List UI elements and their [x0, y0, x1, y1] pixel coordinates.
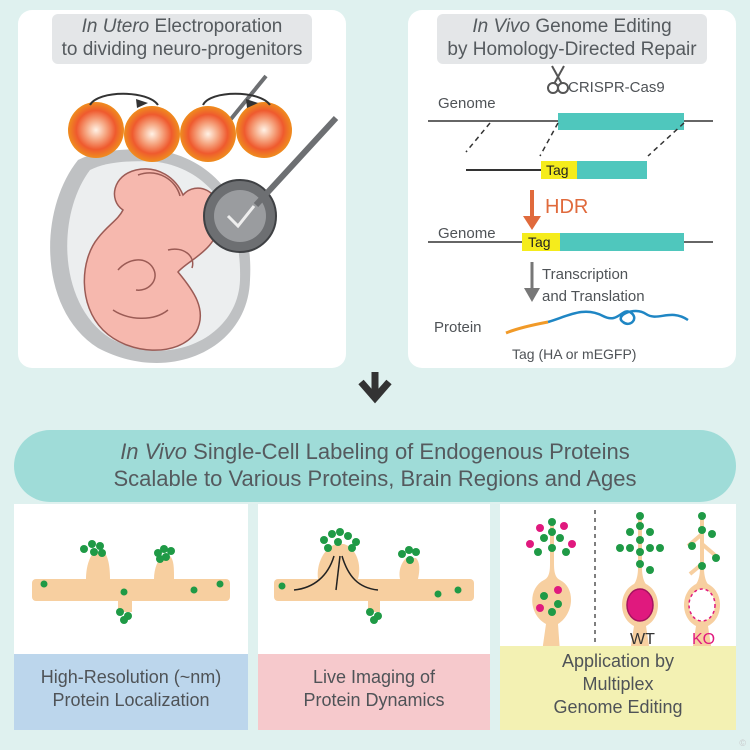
localization-caption: High-Resolution (~nm) Protein Localizati… [14, 654, 248, 730]
electroporation-panel: In Utero Electroporation to dividing neu… [18, 10, 346, 368]
embryo-tail [112, 309, 169, 319]
banner-italic: In Vivo [120, 439, 188, 464]
neuron-illustration: WT KO [526, 510, 720, 652]
genome-label: Genome [438, 95, 496, 112]
transcription-label: Transcription [542, 266, 628, 283]
protein-chain [547, 309, 689, 326]
magenta-dots [526, 522, 576, 612]
protein-tag-chain [505, 320, 549, 335]
electrode-handle [253, 115, 339, 208]
tag-label: Tag [546, 162, 569, 178]
ko-nucleus [688, 588, 716, 622]
protein-label: Protein [434, 319, 482, 336]
rotation-arrow [89, 92, 159, 106]
rotation-arrow [202, 92, 271, 106]
multiplex-caption: Application by Multiplex Genome Editing [500, 646, 736, 730]
electroporation-title: In Utero Electroporation to dividing neu… [18, 14, 346, 64]
dendrite-illustration [32, 540, 230, 624]
multiplex-panel: WT KO Application by Multiplex Genome Ed… [500, 504, 736, 730]
embryo-limb [117, 259, 156, 291]
banner-line1: Single-Cell Labeling of Endogenous Prote… [187, 439, 630, 464]
hdr-diagram: CRISPR-Cas9 Genome Tag HDR Genome Tag Tr… [428, 65, 713, 362]
localization-panel: High-Resolution (~nm) Protein Localizati… [14, 504, 248, 730]
wt-label: WT [630, 631, 655, 648]
summary-banner: In Vivo Single-Cell Labeling of Endogeno… [14, 430, 736, 502]
progenitor-cell [68, 102, 124, 158]
edited-gene [560, 233, 684, 251]
embryo [83, 168, 221, 351]
crispr-label: CRISPR-Cas9 [568, 79, 665, 96]
donor-tag [541, 161, 577, 179]
hdr-label: HDR [545, 196, 588, 218]
ko-label: KO [692, 631, 715, 648]
actin-filaments [293, 555, 379, 591]
hdr-arrow [523, 216, 541, 230]
translation-label: and Translation [542, 288, 645, 305]
progenitor-cell [124, 106, 180, 162]
progenitor-cell [180, 106, 236, 162]
genome-editing-panel: In Vivo Genome Editing by Homology-Direc… [408, 10, 736, 368]
genome-editing-title: In Vivo Genome Editing by Homology-Direc… [408, 14, 736, 64]
progenitor-cell [236, 102, 292, 158]
genome-label-2: Genome [438, 225, 496, 242]
watermark: © [739, 738, 746, 748]
banner-line2: Scalable to Various Proteins, Brain Regi… [113, 466, 637, 491]
donor-gene [577, 161, 647, 179]
transcription-arrow [524, 288, 540, 302]
rotation-arrow-head [136, 99, 148, 108]
target-gene [558, 113, 684, 130]
electrode-check [226, 205, 256, 229]
edited-tag [522, 233, 560, 251]
wt-nucleus [626, 588, 654, 622]
protein-dots [534, 518, 570, 616]
rotation-arrow-head [246, 99, 258, 108]
protein-dots [688, 512, 720, 570]
live-imaging-illustration [274, 528, 474, 624]
electrode-inner [214, 190, 266, 242]
tag-label-2: Tag [528, 234, 551, 250]
tag-note: Tag (HA or mEGFP) [512, 346, 636, 362]
scissors-icon [547, 65, 569, 94]
embryo-limb [167, 248, 194, 269]
embryo-head-brain [137, 172, 181, 197]
protein-dots [616, 512, 664, 574]
dynamics-panel: Live Imaging of Protein Dynamics [258, 504, 490, 730]
embryo-illustration [50, 74, 339, 363]
protein-dots [40, 540, 224, 624]
down-arrow-icon [358, 372, 392, 404]
dynamics-caption: Live Imaging of Protein Dynamics [258, 654, 490, 730]
protein-dots [278, 528, 462, 624]
